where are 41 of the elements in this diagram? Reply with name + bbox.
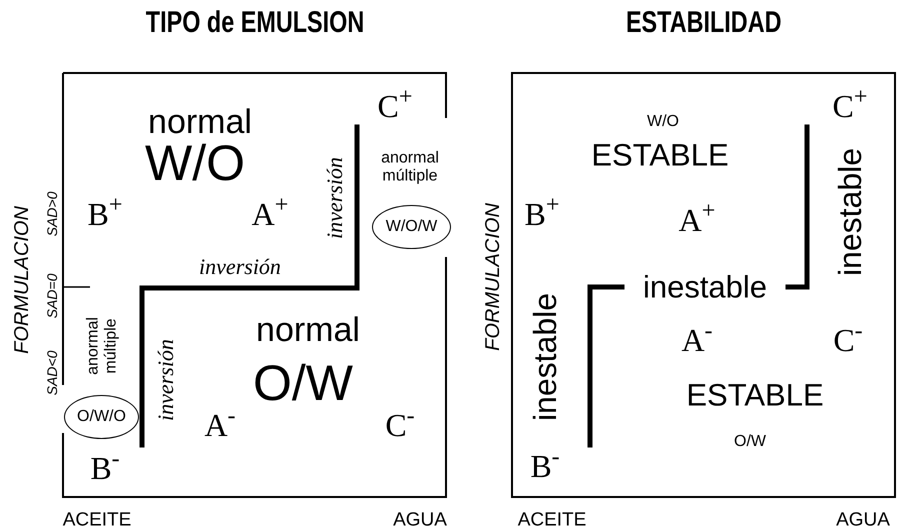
axis-label: AGUA [393, 510, 447, 530]
region-label: W/O [647, 114, 679, 130]
point-label: C$^{-}$ [385, 409, 415, 441]
region-label: anormal múltiple [380, 149, 440, 185]
region-label: O/W [253, 358, 353, 408]
boundary-label: inversión [324, 157, 346, 239]
panel-title: TIPO de EMULSION [146, 8, 364, 38]
point-label: B$^{+}$ [88, 198, 122, 230]
region-label: inestable [642, 272, 768, 302]
axis-label: ACEITE [62, 510, 132, 530]
point-label: C$^{+}$ [378, 90, 412, 122]
region-label: ESTABLE [686, 380, 824, 410]
axis-label: FORMULACION [12, 206, 32, 354]
point-label: B$^{-}$ [90, 452, 120, 484]
panel-title: ESTABILIDAD [626, 8, 782, 38]
region-label: ESTABLE [591, 140, 729, 170]
axis-label: SAD=0 [45, 274, 59, 318]
point-label: A$^{-}$ [681, 324, 713, 356]
axis-label: ACEITE [518, 510, 586, 530]
emulsion-ellipse: O/W/O [64, 395, 139, 439]
axis-label: AGUA [836, 510, 890, 530]
axis-label: SAD<0 [45, 350, 59, 396]
point-label: A$^{+}$ [252, 198, 288, 230]
point-label: C$^{-}$ [833, 324, 863, 356]
point-label: B$^{+}$ [524, 198, 560, 230]
boundary-label: inversión [199, 256, 281, 278]
axis-label: FORMULACION [483, 203, 503, 351]
axis-label: SAD>0 [45, 192, 59, 236]
region-label: W/O [145, 138, 245, 188]
point-label: C$^{+}$ [832, 90, 868, 122]
region-label: normal [148, 105, 252, 139]
point-label: B$^{-}$ [530, 450, 560, 482]
region-label: anormal múltiple [84, 316, 120, 377]
emulsion-ellipse: W/O/W [372, 205, 451, 249]
region-label: inestable [529, 292, 561, 422]
point-label: A$^{-}$ [204, 409, 236, 441]
region-label: inestable [834, 148, 866, 276]
point-label: A$^{+}$ [678, 204, 716, 236]
region-label: normal [256, 313, 360, 347]
boundary-label: inversión [155, 339, 177, 421]
region-label: O/W [734, 434, 766, 450]
